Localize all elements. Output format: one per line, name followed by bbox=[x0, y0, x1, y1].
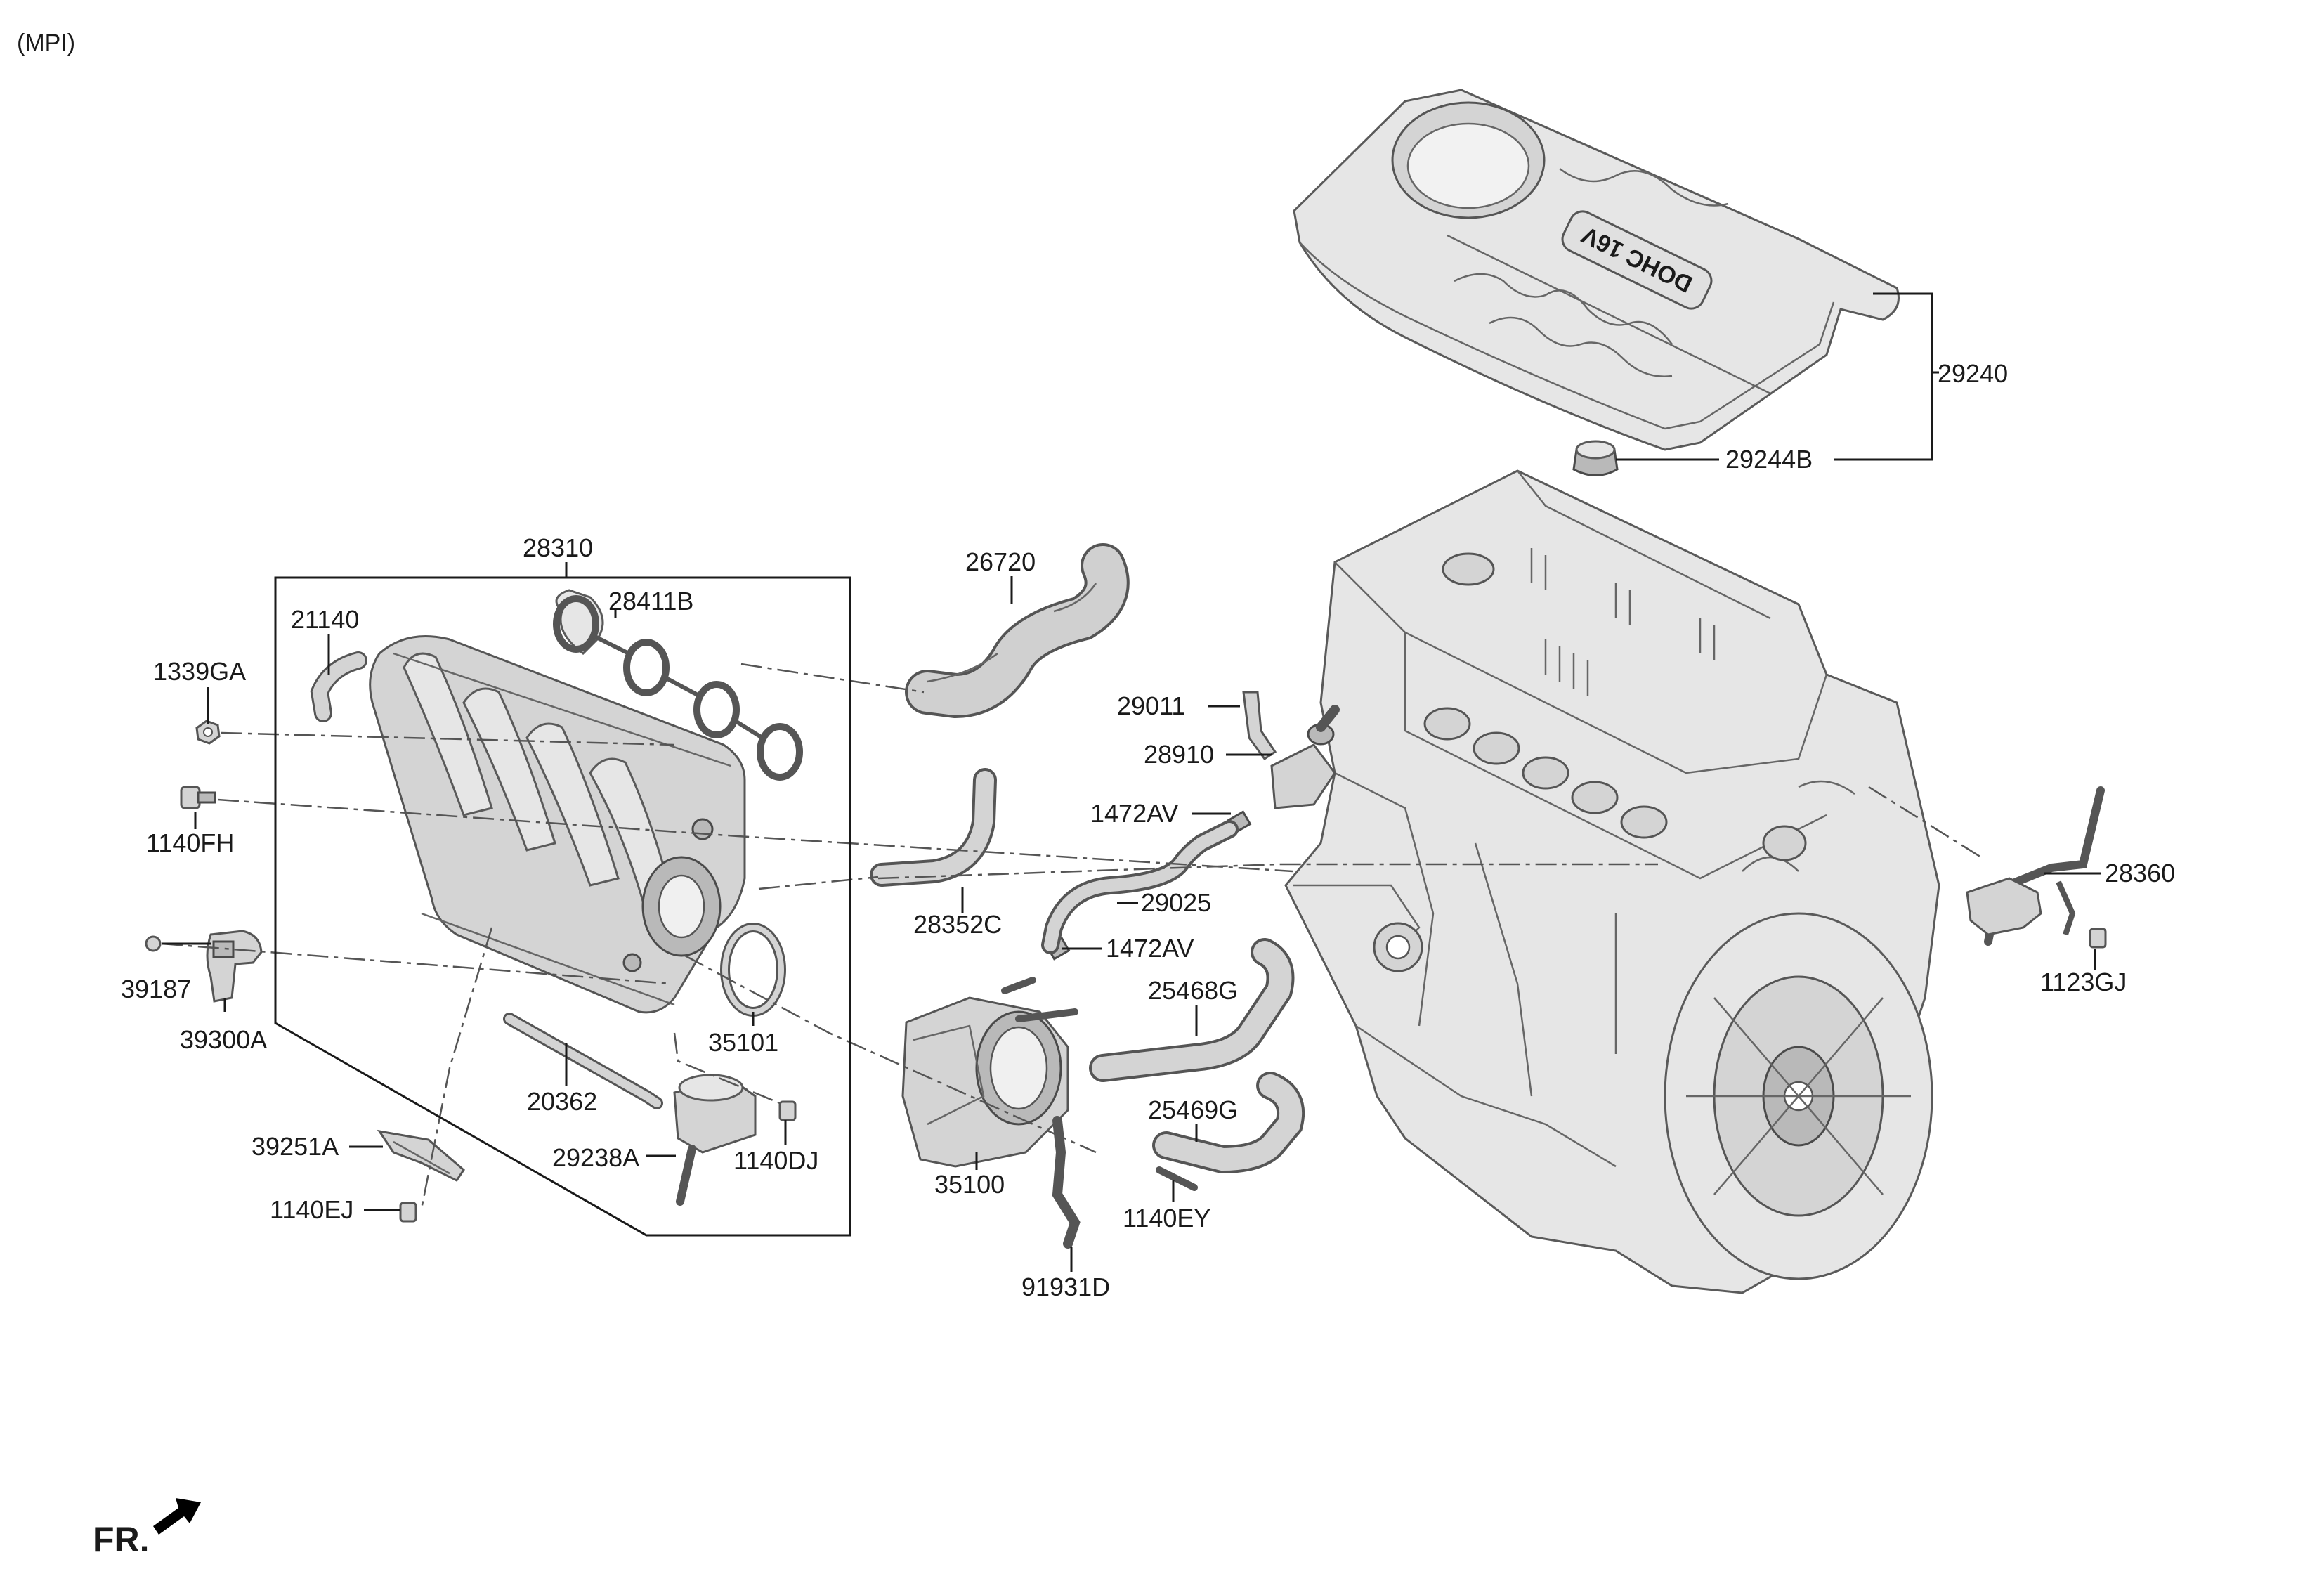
label-29238a[interactable]: 29238A bbox=[552, 1143, 639, 1172]
part-labels: 29240 29244B 28310 26720 21140 28411B 13… bbox=[121, 359, 2175, 1301]
label-39251a[interactable]: 39251A bbox=[252, 1132, 339, 1161]
front-label: FR. bbox=[93, 1520, 150, 1559]
actuator-29238a[interactable] bbox=[673, 1074, 757, 1206]
bracket-29011[interactable] bbox=[1242, 691, 1277, 761]
coolant-hose-25468g[interactable] bbox=[1089, 938, 1295, 1082]
hose-29025[interactable] bbox=[1041, 820, 1239, 954]
front-direction-indicator: FR. bbox=[93, 1498, 201, 1559]
front-arrow-icon bbox=[153, 1498, 201, 1535]
cylinder-head-ports bbox=[1423, 707, 1668, 839]
alignment-lines bbox=[161, 663, 1982, 1209]
stud-1140ey[interactable] bbox=[1156, 1166, 1198, 1191]
label-29244b[interactable]: 29244B bbox=[1725, 445, 1813, 474]
label-21140[interactable]: 21140 bbox=[291, 605, 359, 634]
throttle-body-35100[interactable] bbox=[901, 977, 1078, 1168]
leader-lines bbox=[162, 292, 2101, 1272]
camshaft-lobes bbox=[1530, 548, 1716, 696]
rod-20362[interactable] bbox=[503, 1013, 663, 1109]
pcv-hose[interactable] bbox=[310, 651, 367, 722]
bracket-91931d[interactable] bbox=[1052, 1116, 1081, 1249]
coolant-hose-25469g[interactable] bbox=[1152, 1072, 1305, 1174]
label-91931d[interactable]: 91931D bbox=[1021, 1273, 1110, 1301]
bracket-28360[interactable] bbox=[1966, 786, 2105, 946]
label-25469g[interactable]: 25469G bbox=[1148, 1095, 1238, 1124]
engine-cover[interactable]: DOHC 16V bbox=[1293, 89, 1900, 451]
label-29011[interactable]: 29011 bbox=[1117, 691, 1185, 720]
label-25468g[interactable]: 25468G bbox=[1148, 976, 1238, 1005]
label-1140ej[interactable]: 1140EJ bbox=[270, 1195, 353, 1224]
label-20362[interactable]: 20362 bbox=[527, 1087, 597, 1116]
label-1140dj[interactable]: 1140DJ bbox=[733, 1146, 818, 1175]
label-1472av-upper[interactable]: 1472AV bbox=[1090, 799, 1178, 828]
map-sensor[interactable] bbox=[206, 930, 263, 1003]
air-hose-26720[interactable] bbox=[905, 543, 1130, 719]
bolt-1140ej[interactable] bbox=[399, 1202, 417, 1223]
label-39300a[interactable]: 39300A bbox=[180, 1025, 267, 1054]
manifold-group-box bbox=[274, 576, 851, 1237]
label-26720[interactable]: 26720 bbox=[965, 547, 1036, 576]
label-28360[interactable]: 28360 bbox=[2105, 859, 2175, 887]
flywheel-housing bbox=[1664, 912, 1933, 1280]
purge-valve-28910[interactable] bbox=[1270, 705, 1340, 809]
label-1140fh[interactable]: 1140FH bbox=[146, 828, 234, 857]
label-28411b[interactable]: 28411B bbox=[608, 587, 693, 616]
label-28352c[interactable]: 28352C bbox=[913, 910, 1002, 939]
label-28310[interactable]: 28310 bbox=[523, 533, 593, 562]
throttle-gasket[interactable] bbox=[720, 923, 786, 1017]
label-29025[interactable]: 29025 bbox=[1141, 888, 1211, 917]
bolt-1123gj[interactable] bbox=[2089, 928, 2107, 949]
bolt-1140fh[interactable] bbox=[180, 786, 216, 809]
variant-label: (MPI) bbox=[17, 30, 75, 56]
bracket-39251a[interactable] bbox=[377, 1129, 465, 1182]
hose-28352c[interactable] bbox=[870, 768, 997, 887]
manifold-gasket[interactable] bbox=[553, 589, 803, 781]
engine-assembly bbox=[1284, 469, 1940, 1294]
bolt-1140dj[interactable] bbox=[778, 1100, 797, 1121]
label-1472av-lower[interactable]: 1472AV bbox=[1106, 934, 1194, 963]
cover-grommet[interactable] bbox=[1572, 440, 1619, 476]
label-35100[interactable]: 35100 bbox=[934, 1170, 1005, 1199]
label-39187[interactable]: 39187 bbox=[121, 975, 191, 1003]
label-1339ga[interactable]: 1339GA bbox=[153, 657, 246, 686]
label-29240[interactable]: 29240 bbox=[1938, 359, 2008, 388]
label-35101[interactable]: 35101 bbox=[708, 1028, 778, 1057]
label-1123gj[interactable]: 1123GJ bbox=[2040, 968, 2127, 996]
bolt-39187[interactable] bbox=[145, 935, 162, 952]
label-1140ey[interactable]: 1140EY bbox=[1123, 1204, 1210, 1232]
label-28910[interactable]: 28910 bbox=[1144, 740, 1214, 769]
nut-1339ga[interactable] bbox=[195, 720, 221, 745]
